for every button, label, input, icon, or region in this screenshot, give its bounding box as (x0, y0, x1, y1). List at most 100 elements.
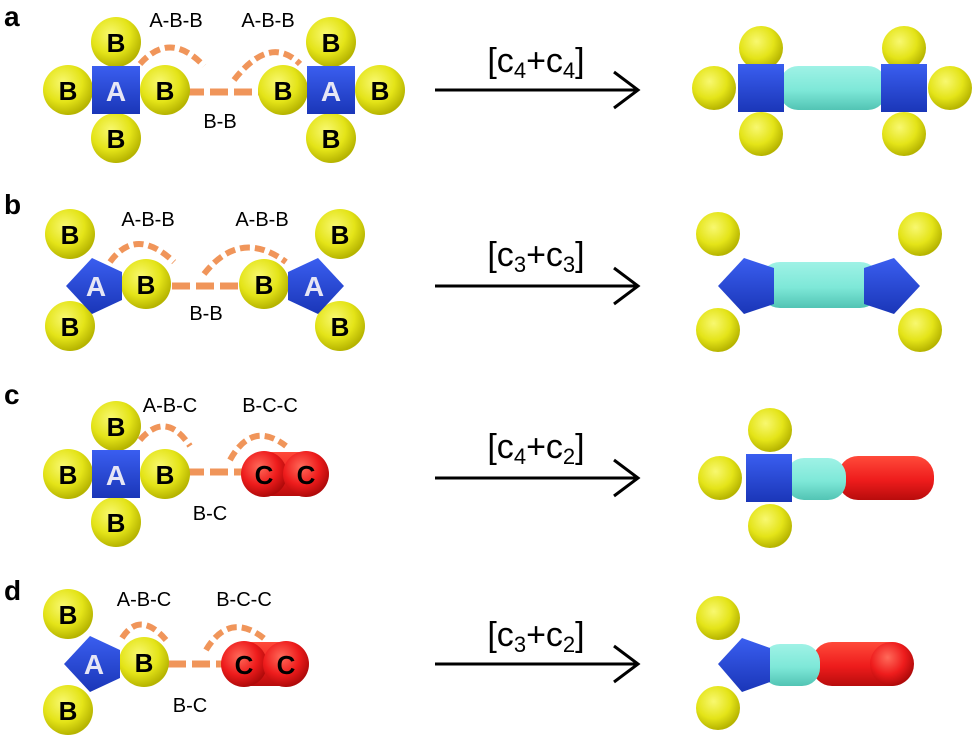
arrow-head (613, 644, 641, 684)
bead-b (355, 65, 405, 115)
bead-label: B (331, 220, 350, 250)
arrow-head (613, 70, 641, 110)
bead-label: B (107, 124, 126, 154)
core-a-pentagon (718, 638, 770, 692)
angle-label-right: A-B-B (241, 10, 294, 32)
bond-label: B-C (193, 503, 227, 525)
core-label: A (321, 76, 341, 107)
panel-b: b A B B B A B B B A-B-B A-B-B B-B [c3+c3 (4, 189, 942, 352)
arrow-head (613, 458, 641, 498)
panel-d: d A B B B C C A-B-C B-C-C B-C [c3+c2] (4, 575, 914, 735)
bead-b (140, 449, 190, 499)
bead-c (221, 641, 267, 687)
angle-bond-right (203, 624, 268, 652)
bead-b (315, 209, 365, 259)
bead-b (91, 113, 141, 163)
bead-label: B (331, 312, 350, 342)
bead-c (241, 451, 287, 497)
bead-label: B (322, 124, 341, 154)
core-a-pentagon (64, 636, 120, 692)
bead-b (696, 212, 740, 256)
bead-label: B (59, 600, 78, 630)
angle-label-left: A-B-B (149, 10, 202, 32)
bead-b (91, 401, 141, 451)
bead-b (45, 209, 95, 259)
angle-bond-left (137, 44, 207, 69)
angle-label-left: A-B-C (117, 589, 171, 611)
angle-bond-right (227, 432, 288, 462)
left-molecule: A B B B B (43, 401, 190, 547)
linker-bead (762, 644, 820, 686)
linker-bead (760, 262, 880, 308)
bead-label: C (297, 460, 316, 490)
bond-label: B-B (189, 303, 222, 325)
bead-c-pair (838, 456, 934, 500)
panel-letter: c (4, 379, 20, 410)
bond-label: B-B (203, 111, 236, 133)
bead-b (898, 308, 942, 352)
core-label: A (106, 460, 126, 491)
bead-label: B (107, 412, 126, 442)
bead-b (91, 17, 141, 67)
angle-label-left: A-B-C (143, 395, 197, 417)
core-label: A (86, 271, 106, 302)
core-a-square (92, 450, 140, 498)
angle-bond-left (107, 241, 177, 265)
core-a-pentagon (718, 258, 774, 314)
reaction-label: [c4+c2] (487, 428, 584, 469)
bead-b (315, 301, 365, 351)
bead-label: B (322, 28, 341, 58)
bead-b (928, 66, 972, 110)
bead-label: B (61, 312, 80, 342)
bead-label: B (371, 76, 390, 106)
bead-label: B (107, 28, 126, 58)
core-label: A (304, 271, 324, 302)
product-model (692, 26, 972, 156)
bead-b (43, 65, 93, 115)
bead-b (748, 408, 792, 452)
bead-label: B (59, 696, 78, 726)
bead-b (306, 17, 356, 67)
bead-b (119, 637, 169, 687)
bead-label: B (274, 76, 293, 106)
bead-b (698, 456, 742, 500)
bead-label: B (61, 220, 80, 250)
bead-b (91, 497, 141, 547)
product-model (696, 212, 942, 352)
core-a-pentagon (864, 258, 920, 314)
bead-b (739, 112, 783, 156)
bead-b (882, 26, 926, 70)
product-model (696, 596, 914, 730)
angle-bond-left (137, 423, 193, 448)
bead-b (306, 113, 356, 163)
angle-label-right: B-C-C (242, 395, 298, 417)
bead-c (283, 451, 329, 497)
panel-letter: b (4, 189, 21, 220)
core-a-square (92, 66, 140, 114)
core-a-square (746, 454, 792, 502)
core-a-pentagon (288, 258, 344, 314)
panel-letter: d (4, 575, 21, 606)
bead-label: C (277, 650, 296, 680)
angle-bond-left (119, 621, 169, 643)
right-molecule: C C (221, 641, 309, 687)
left-molecule: A B B B (43, 589, 169, 735)
angle-label-right: B-C-C (216, 589, 272, 611)
reaction-label: [c3+c2] (487, 616, 584, 657)
bead-b (43, 449, 93, 499)
core-a-square (307, 66, 355, 114)
core-a-square (881, 64, 927, 112)
bond-label: B-C (173, 695, 207, 717)
linker-bead (780, 66, 886, 110)
bead-b (258, 65, 308, 115)
bead-label: B (137, 270, 156, 300)
product-model (698, 408, 934, 548)
core-label: A (84, 649, 104, 680)
bead-b (45, 301, 95, 351)
bead-label: B (135, 648, 154, 678)
bead-b (43, 685, 93, 735)
angle-bond-right (201, 244, 288, 276)
bead-b (696, 596, 740, 640)
bead-label: B (156, 460, 175, 490)
